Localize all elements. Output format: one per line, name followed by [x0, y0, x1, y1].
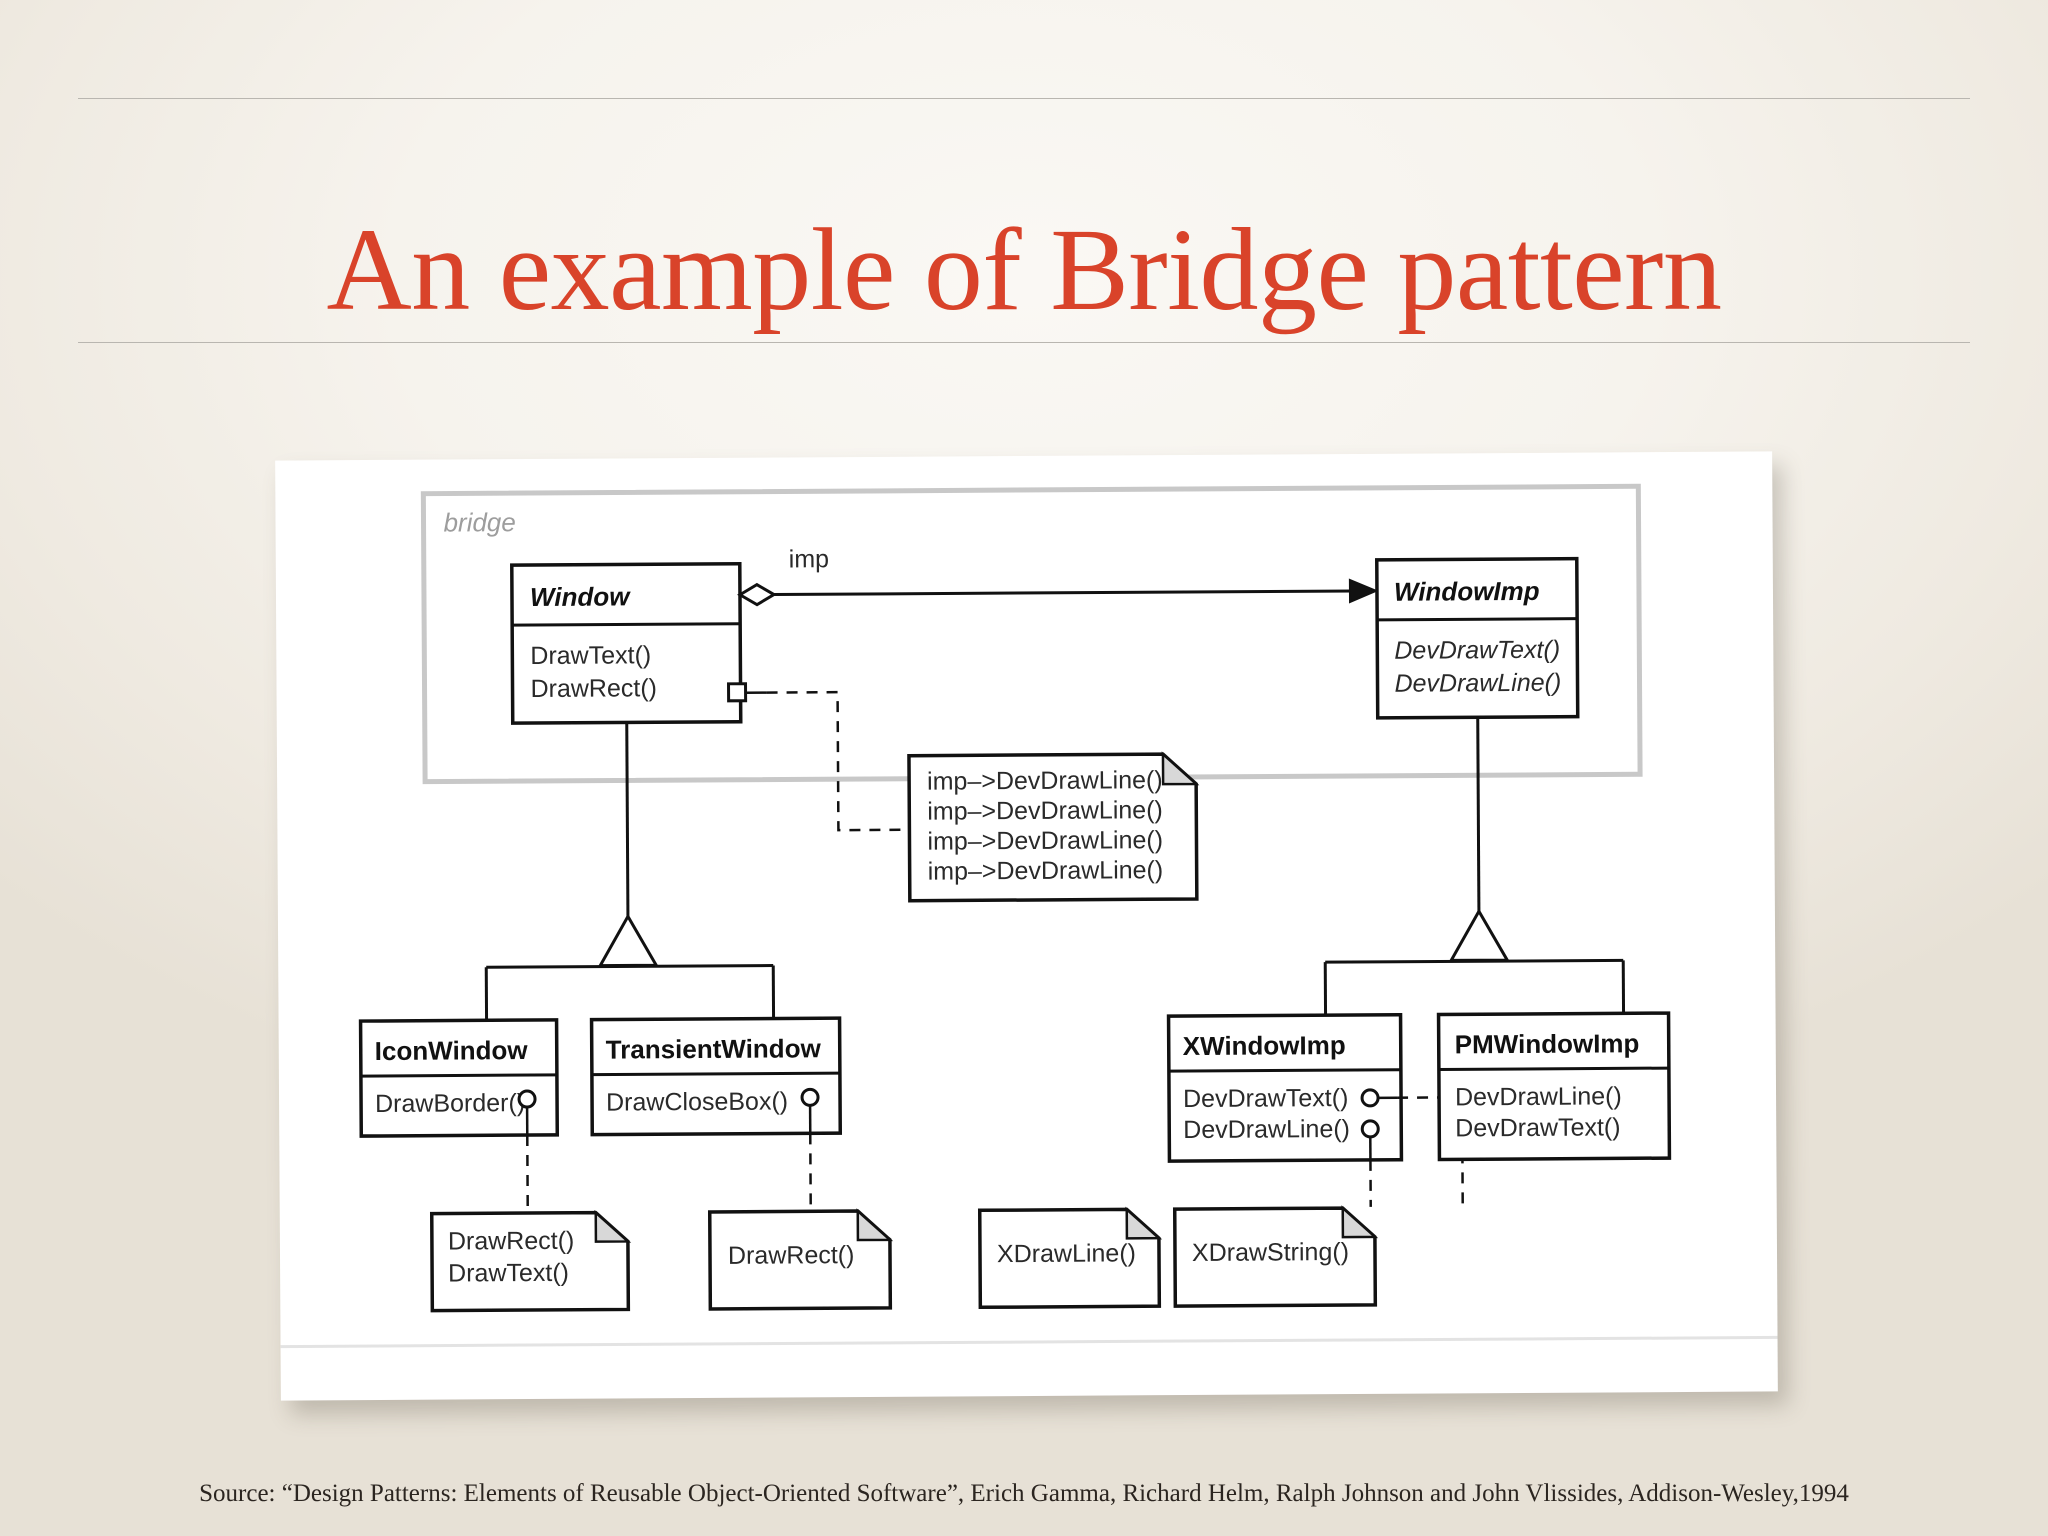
- class-name-xwindowimp: XWindowImp: [1183, 1030, 1346, 1061]
- note-line-0-2: imp–>DevDrawLine(): [927, 826, 1163, 855]
- title-rule-top: [78, 98, 1970, 99]
- uml-class-diagram: bridge Window DrawText() DrawRect() imp …: [280, 483, 1778, 1349]
- class-name-transientwindow: TransientWindow: [606, 1033, 822, 1064]
- class-box-iconwindow-divider: [360, 1073, 557, 1078]
- generalization-windowimp-subclasses: [1323, 717, 1626, 1015]
- aggregation-diamond-icon: [737, 582, 777, 607]
- class-name-windowimp: WindowImp: [1394, 576, 1540, 607]
- page-title: An example of Bridge pattern: [326, 204, 1722, 336]
- class-box-pmwindowimp-outline: [1436, 1011, 1672, 1162]
- class-op-window-0: DrawText(): [530, 641, 651, 670]
- class-op-iconwindow-0: DrawBorder(): [375, 1089, 525, 1118]
- class-op-xwindowimp-0: DevDrawText(): [1183, 1084, 1348, 1113]
- class-op-windowimp-0: DevDrawText(): [1394, 636, 1560, 665]
- inheritance-triangle-icon-windowimp: [1448, 908, 1510, 962]
- class-name-window: Window: [530, 581, 631, 612]
- class-op-windowimp-1: DevDrawLine(): [1394, 669, 1561, 698]
- gen-bar-windowimp: [1325, 958, 1624, 964]
- class-box-window-outline: [510, 561, 743, 725]
- class-op-pmwindowimp-1: DevDrawText(): [1455, 1113, 1620, 1142]
- image-bottom-hairline: [280, 1335, 1778, 1349]
- note-body-1: [429, 1210, 631, 1313]
- class-box-xwindowimp-outline: [1166, 1012, 1404, 1163]
- class-box-iconwindow[interactable]: IconWindow DrawBorder(): [358, 1018, 560, 1138]
- note-transientwindow: DrawRect(): [707, 1208, 894, 1311]
- association-window-windowimp: imp: [737, 545, 1379, 607]
- class-box-pmwindowimp-divider: [1438, 1066, 1669, 1071]
- generalization-window-subclasses: [484, 722, 776, 1020]
- note-body-3: [977, 1207, 1162, 1310]
- class-name-pmwindowimp: PMWindowImp: [1455, 1028, 1640, 1059]
- package-label: bridge: [443, 507, 515, 537]
- lollipop-icon-iconwindow: [517, 1089, 537, 1109]
- gen-bar-window: [486, 964, 774, 969]
- note-iconwindow: DrawRect() DrawText(): [429, 1209, 632, 1313]
- note-line-0-1: imp–>DevDrawLine(): [927, 796, 1163, 825]
- note-pmwindowimp: XDrawString(): [1172, 1205, 1379, 1308]
- note-drawrect-window: imp–>DevDrawLine() imp–>DevDrawLine() im…: [907, 751, 1200, 903]
- class-box-windowimp[interactable]: WindowImp DevDrawText() DevDrawLine(): [1375, 556, 1580, 720]
- gen-stem-window: [625, 722, 630, 917]
- note-fold-icon-0: [1161, 751, 1200, 786]
- note-body-4: [1172, 1206, 1378, 1308]
- note-line-0-3: imp–>DevDrawLine(): [928, 856, 1164, 885]
- note-fold-icon-1: [594, 1209, 632, 1243]
- note-line-3-0: XDrawLine(): [997, 1239, 1136, 1268]
- class-box-iconwindow-outline: [358, 1018, 560, 1138]
- class-box-windowimp-divider: [1377, 617, 1578, 622]
- note-link-dashed: [766, 690, 908, 832]
- note-xwindowimp: XDrawLine(): [977, 1206, 1163, 1310]
- note-anchor-window-drawrect: [727, 682, 908, 832]
- note-body-0: [907, 752, 1199, 903]
- gen-stem-windowimp: [1476, 717, 1481, 912]
- class-box-window-divider: [512, 622, 741, 627]
- arrowhead-icon: [1348, 578, 1379, 604]
- association-line: [773, 589, 1354, 597]
- note-fold-icon-4: [1341, 1205, 1379, 1239]
- class-box-window[interactable]: Window DrawText() DrawRect(): [510, 561, 743, 725]
- class-box-transientwindow-divider: [591, 1071, 840, 1077]
- class-box-xwindowimp-divider: [1168, 1068, 1401, 1073]
- note-line-0-0: imp–>DevDrawLine(): [927, 766, 1163, 795]
- class-name-iconwindow: IconWindow: [375, 1035, 529, 1066]
- lollipop-icon-xwindowimp-line: [1360, 1119, 1380, 1139]
- association-label-imp: imp: [789, 545, 829, 573]
- class-op-window-1: DrawRect(): [530, 674, 657, 703]
- class-op-xwindowimp-1: DevDrawLine(): [1183, 1115, 1350, 1144]
- class-box-pmwindowimp[interactable]: PMWindowImp DevDrawLine() DevDrawText(): [1436, 1011, 1672, 1162]
- lollipop-icon-xwindowimp-text: [1360, 1088, 1380, 1108]
- title-rule-bottom: [78, 342, 1970, 343]
- class-box-transientwindow-outline: [589, 1016, 843, 1137]
- note-fold-icon-3: [1125, 1206, 1163, 1240]
- source-citation: Source: “Design Patterns: Elements of Re…: [199, 1480, 1849, 1507]
- class-box-transientwindow[interactable]: TransientWindow DrawCloseBox(): [589, 1016, 843, 1137]
- lollipop-icon-transientwindow: [800, 1087, 820, 1107]
- implementation-socket-icon: [727, 682, 748, 703]
- note-body-2: [707, 1209, 893, 1311]
- inheritance-triangle-icon-window: [597, 913, 659, 968]
- note-line-1-0: DrawRect(): [448, 1227, 575, 1256]
- class-box-xwindowimp[interactable]: XWindowImp DevDrawText() DevDrawLine(): [1166, 1012, 1404, 1163]
- note-line-1-1: DrawText(): [448, 1259, 569, 1288]
- note-line-2-0: DrawRect(): [728, 1241, 855, 1270]
- class-op-pmwindowimp-0: DevDrawLine(): [1455, 1082, 1622, 1111]
- diagram-card: bridge Window DrawText() DrawRect() imp …: [275, 451, 1778, 1401]
- class-op-transientwindow-0: DrawCloseBox(): [606, 1087, 788, 1116]
- note-line-4-0: XDrawString(): [1192, 1238, 1349, 1267]
- note-fold-icon-2: [856, 1208, 894, 1242]
